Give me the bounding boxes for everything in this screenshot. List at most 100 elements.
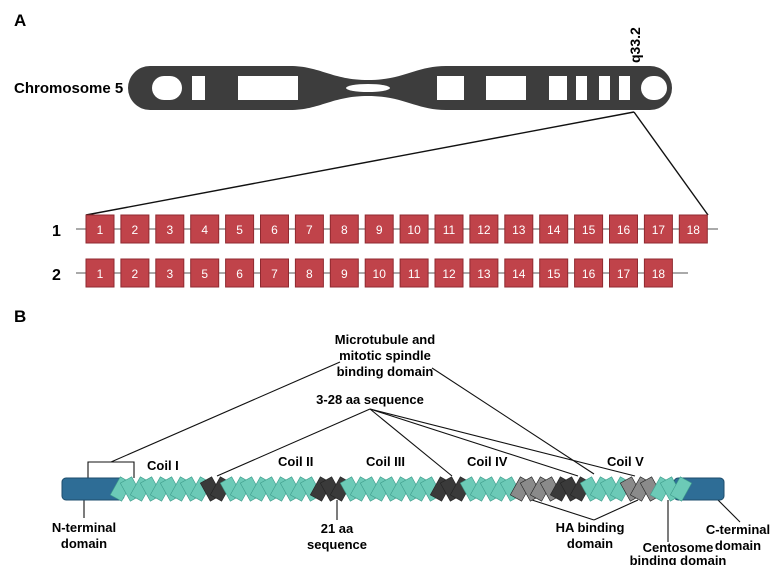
microtubule-domain-label: binding domain (337, 364, 434, 379)
sequence-3-28-label: 3-28 aa sequence (316, 392, 424, 407)
exon-label: 2 (132, 223, 139, 237)
exon-box (539, 214, 569, 244)
exon-box (329, 258, 359, 288)
exon-label: 5 (236, 223, 243, 237)
exon-label: 12 (442, 267, 456, 281)
exon-box (399, 214, 429, 244)
zoom-line-right (633, 111, 709, 216)
exon-label: 3 (166, 267, 173, 281)
exon-label: 9 (376, 223, 383, 237)
exon-label: 7 (271, 267, 278, 281)
exon-label: 2 (132, 267, 139, 281)
exon-label: 17 (617, 267, 631, 281)
centrosome-binding-label: Centosome (643, 540, 714, 555)
seq-3-28-line-4 (369, 408, 636, 477)
exon-box (539, 258, 569, 288)
exon-box (434, 214, 464, 244)
exon-box (399, 258, 429, 288)
ha-pointer-1 (531, 499, 595, 521)
exon-label: 6 (271, 223, 278, 237)
seq-3-28-line-1 (216, 408, 371, 477)
exon-box (85, 214, 115, 244)
exon-label: 13 (512, 223, 526, 237)
chromosome-band (576, 76, 587, 100)
panel-a-label: A (14, 11, 26, 30)
coil-label: Coil IV (467, 454, 508, 469)
exon-label: 18 (687, 223, 701, 237)
zoom-line-left (85, 111, 635, 216)
microtubule-domain-label: Microtubule and (335, 332, 435, 347)
exon-label: 15 (547, 267, 561, 281)
exon-box (260, 214, 289, 244)
exon-box (574, 258, 604, 288)
exon-box (609, 214, 638, 244)
seq-3-28-line-3 (369, 408, 579, 477)
sequence-21-label: sequence (307, 537, 367, 552)
domain-labels: Microtubule and mitotic spindle binding … (52, 332, 770, 568)
exon-box (329, 214, 359, 244)
exon-box (643, 258, 673, 288)
chromosome-band (619, 76, 630, 100)
exon-box (120, 258, 150, 288)
annotation-lines (83, 361, 741, 542)
microtubule-domain-label: mitotic spindle (339, 348, 431, 363)
exon-label: 14 (547, 223, 561, 237)
exon-label: 10 (407, 223, 421, 237)
exon-label: 16 (582, 267, 596, 281)
exon-box (155, 258, 185, 288)
microtubule-line-right (431, 367, 595, 475)
n-terminal-label: domain (61, 536, 107, 551)
chromosome-5-ideogram (128, 66, 672, 110)
coiled-coil-helix (109, 476, 693, 502)
chromosome-band (437, 76, 464, 100)
exon-box (574, 214, 604, 244)
sequence-21-label: 21 aa (321, 521, 354, 536)
exon-box (504, 258, 534, 288)
exon-box (225, 214, 255, 244)
n-terminal-label: N-terminal (52, 520, 116, 535)
exon-box (120, 214, 150, 244)
exon-label: 4 (201, 223, 208, 237)
exon-box (85, 258, 115, 288)
chromosome-band (152, 76, 182, 100)
exon-label: 1 (97, 267, 104, 281)
exon-label: 10 (373, 267, 387, 281)
exon-box (260, 258, 289, 288)
band-label-q33-2: q33.2 (627, 27, 643, 63)
chromosome-band (599, 76, 610, 100)
exon-label: 18 (652, 267, 666, 281)
exon-box (294, 258, 324, 288)
c-terminal-pointer (717, 499, 741, 523)
exon-label: 11 (443, 223, 456, 237)
exon-box (155, 214, 185, 244)
exon-box (364, 214, 394, 244)
exon-box (504, 214, 534, 244)
coil-label: Coil II (278, 454, 313, 469)
exon-label: 3 (166, 223, 173, 237)
transcript-label: 2 (52, 267, 61, 284)
exon-box (364, 258, 394, 288)
helix-segment (669, 476, 693, 502)
exon-label: 17 (652, 223, 666, 237)
exon-label: 16 (617, 223, 631, 237)
n-terminal-bracket (87, 461, 135, 478)
c-terminal-label: C-terminal (706, 522, 770, 537)
exon-label: 8 (341, 223, 348, 237)
exon-label: 1 (97, 223, 104, 237)
microtubule-line-left (110, 361, 341, 463)
exon-label: 5 (201, 267, 208, 281)
chromosome-band (238, 76, 298, 100)
seq-3-28-line-2 (369, 408, 453, 477)
exon-label: 6 (236, 267, 243, 281)
exon-label: 13 (477, 267, 491, 281)
chromosome-band (641, 76, 667, 100)
exon-box (678, 214, 708, 244)
exon-box (609, 258, 638, 288)
coil-label: Coil I (147, 458, 179, 473)
exon-box (190, 214, 220, 244)
